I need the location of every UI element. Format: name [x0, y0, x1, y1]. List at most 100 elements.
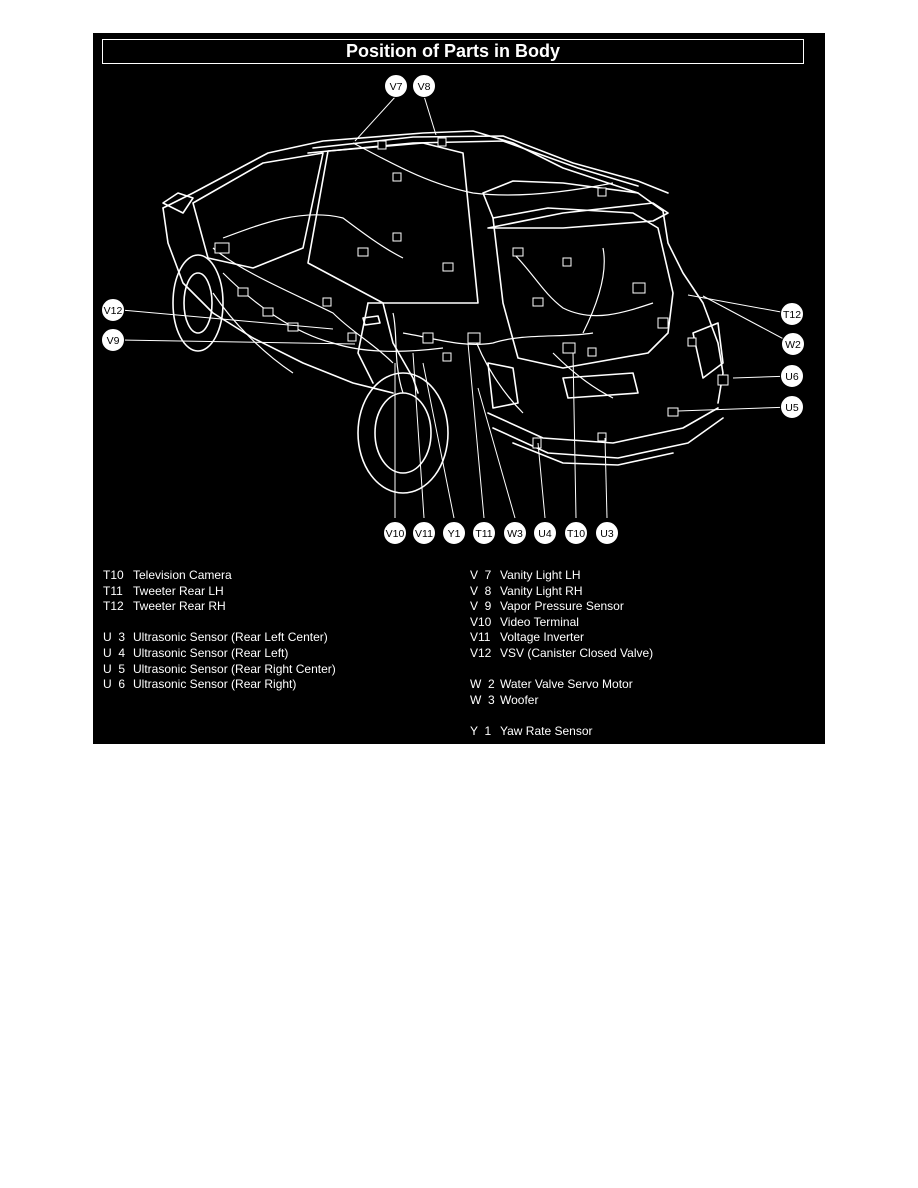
connectors — [214, 137, 729, 449]
legend-code: T11 — [103, 583, 123, 598]
callout-circle — [101, 298, 125, 322]
callout-u5: U5 — [780, 395, 804, 419]
callout-y1: Y1 — [442, 521, 466, 545]
callout-v8: V8 — [412, 74, 436, 98]
legend-row: U 4 Ultrasonic Sensor (Rear Left) — [103, 646, 443, 662]
callout-label: V7 — [390, 81, 403, 93]
legend-code: U 5 — [103, 661, 126, 676]
legend-row: T11 Tweeter Rear LH — [103, 584, 443, 600]
callout-t10: T10 — [564, 521, 588, 545]
callout-circle — [442, 521, 466, 545]
callout-circle — [781, 332, 805, 356]
callout-label: T12 — [783, 309, 801, 321]
callout-circle — [564, 521, 588, 545]
legend-row: V 9 Vapor Pressure Sensor — [470, 599, 810, 615]
callout-label: Y1 — [448, 528, 461, 540]
legend-description: Water Valve Servo Motor — [500, 677, 633, 692]
legend-code: U 3 — [103, 630, 126, 645]
legend-row: T10 Television Camera — [103, 568, 443, 584]
wire-harness — [212, 142, 654, 414]
callout-label: U5 — [785, 402, 799, 414]
callout-v10: V10 — [383, 521, 407, 545]
callout-circle — [412, 521, 436, 545]
legend-code: T10 — [103, 568, 124, 582]
legend-code: V 9 — [470, 599, 492, 614]
legend-code: V12 — [470, 645, 492, 660]
callout-circle — [472, 521, 496, 545]
callout-label: U6 — [785, 371, 799, 383]
callout-w2: W2 — [781, 332, 805, 356]
callout-circle — [101, 328, 125, 352]
legend-description: Ultrasonic Sensor (Rear Left Center) — [133, 630, 328, 645]
callout-label: U4 — [538, 528, 552, 540]
callout-label: T10 — [567, 528, 585, 540]
legend-description: Woofer — [500, 692, 539, 707]
legend-row: W 2 Water Valve Servo Motor — [470, 677, 810, 693]
legend-description: Vapor Pressure Sensor — [500, 599, 624, 614]
callout-u6: U6 — [780, 364, 804, 388]
callout-v12: V12 — [101, 298, 125, 322]
callout-circle — [383, 521, 407, 545]
callout-t12: T12 — [780, 302, 804, 326]
legend-code: V11 — [470, 630, 491, 645]
legend-code: W 3 — [470, 692, 495, 707]
legend-description: Ultrasonic Sensor (Rear Right) — [133, 677, 297, 692]
legend-code: V10 — [470, 614, 492, 629]
legend-description: VSV (Canister Closed Valve) — [500, 645, 654, 660]
leader-lines — [120, 95, 794, 519]
callout-label: W3 — [507, 528, 523, 540]
legend-code: U 6 — [103, 677, 126, 692]
callout-w3: W3 — [503, 521, 527, 545]
legend-row: V 8 Vanity Light RH — [470, 584, 810, 600]
callout-label: V10 — [386, 528, 405, 540]
callout-v7: V7 — [384, 74, 408, 98]
legend-description: Vanity Light RH — [500, 583, 583, 598]
legend-description: Ultrasonic Sensor (Rear Left) — [133, 645, 289, 660]
legend-row: U 3 Ultrasonic Sensor (Rear Left Center) — [103, 630, 443, 646]
legend-row: T12 Tweeter Rear RH — [103, 599, 443, 615]
legend-row — [470, 708, 810, 724]
callout-label: U3 — [600, 528, 614, 540]
callout-circle — [384, 74, 408, 98]
callout-label: V8 — [418, 81, 431, 93]
callout-label: T11 — [475, 528, 492, 540]
callout-circle — [503, 521, 527, 545]
callout-u3: U3 — [595, 521, 619, 545]
callout-circle — [780, 302, 804, 326]
callout-label: V11 — [415, 528, 433, 540]
legend-row: V 7 Vanity Light LH — [470, 568, 810, 584]
legend-code: V 8 — [470, 583, 492, 598]
legend-row — [470, 662, 810, 678]
legend-row: U 6 Ultrasonic Sensor (Rear Right) — [103, 677, 443, 693]
legend-code: V 7 — [470, 568, 492, 582]
legend-description: Tweeter Rear LH — [133, 583, 224, 598]
callout-label: V12 — [104, 305, 123, 317]
legend-description: Vanity Light LH — [500, 568, 581, 582]
callout-label: W2 — [785, 339, 801, 351]
callout-circle — [412, 74, 436, 98]
callout-circle — [780, 395, 804, 419]
callout-v9: V9 — [101, 328, 125, 352]
legend-description: Video Terminal — [500, 614, 579, 629]
legend-row: V10 Video Terminal — [470, 615, 810, 631]
legend-row: W 3 Woofer — [470, 693, 810, 709]
legend-code: U 4 — [103, 645, 126, 660]
legend-description: Tweeter Rear RH — [133, 599, 226, 614]
callout-u4: U4 — [533, 521, 557, 545]
legend-row: V11 Voltage Inverter — [470, 630, 810, 646]
legend-description: Yaw Rate Sensor — [500, 723, 593, 738]
callout-label: V9 — [107, 335, 120, 347]
diagram-panel: Position of Parts in Body — [93, 33, 825, 744]
legend-code: T12 — [103, 599, 124, 614]
callout-circle — [780, 364, 804, 388]
legend-description: Television Camera — [133, 568, 232, 582]
callout-t11: T11 — [472, 521, 496, 545]
legend-code: W 2 — [470, 677, 495, 692]
legend-row: V12 VSV (Canister Closed Valve) — [470, 646, 810, 662]
legend-description: Voltage Inverter — [500, 630, 585, 645]
